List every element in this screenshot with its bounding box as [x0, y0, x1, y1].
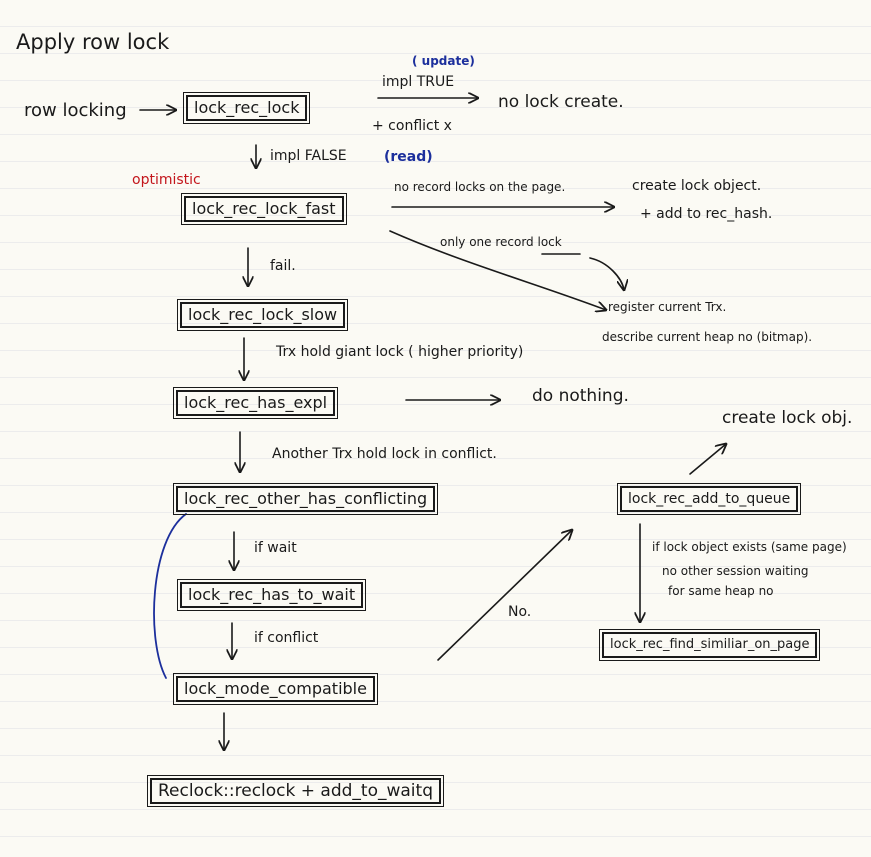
row-locking-label: row locking	[24, 100, 127, 121]
label-read: (read)	[384, 149, 433, 165]
label-another-trx: Another Trx hold lock in conflict.	[272, 446, 497, 462]
label-for-same-heap: for same heap no	[668, 584, 774, 598]
node-lock-rec-has-expl: lock_rec_has_expl	[172, 387, 339, 419]
label-update: ( update)	[412, 54, 475, 68]
label-optimistic: optimistic	[132, 172, 201, 188]
bracket-blue	[153, 513, 187, 679]
node-lock-rec-add-to-queue: lock_rec_add_to_queue	[616, 483, 802, 515]
node-lock-rec-has-to-wait: lock_rec_has_to_wait	[176, 579, 367, 611]
label-if-lock-object-exists: if lock object exists (same page)	[652, 540, 847, 554]
page-title: Apply row lock	[16, 30, 170, 54]
label-impl-false: impl FALSE	[270, 148, 347, 164]
node-lock-rec-other-has-conflicting: lock_rec_other_has_conflicting	[172, 483, 439, 515]
label-conflict-x: + conflict x	[372, 118, 452, 134]
arrow-add-to-queue-to-create-lock-obj	[689, 444, 726, 475]
arrow-only-one-to-register	[589, 257, 624, 290]
label-impl-true: impl TRUE	[382, 74, 455, 90]
label-fail: fail.	[270, 258, 296, 274]
node-lock-rec-find-similar-on-page: lock_rec_find_similiar_on_page	[598, 629, 821, 661]
arrow-fast-to-register-trx	[389, 230, 606, 310]
node-register-trx: register current Trx.	[608, 300, 727, 314]
node-reclock-add-to-waitq: Reclock::reclock + add_to_waitq	[147, 775, 444, 807]
node-create-lock-object: create lock object.	[632, 178, 762, 194]
label-if-conflict: if conflict	[254, 630, 319, 646]
node-lock-rec-lock-fast: lock_rec_lock_fast	[181, 193, 347, 225]
node-describe-heap: describe current heap no (bitmap).	[602, 330, 813, 344]
node-add-to-rec-hash: + add to rec_hash.	[640, 206, 773, 222]
node-create-lock-obj: create lock obj.	[722, 408, 853, 428]
label-no: No.	[508, 604, 532, 620]
label-no-record-locks: no record locks on the page.	[394, 180, 566, 194]
node-no-lock-create: no lock create.	[498, 92, 624, 112]
node-lock-rec-lock-slow: lock_rec_lock_slow	[176, 299, 349, 331]
node-do-nothing: do nothing.	[532, 386, 629, 406]
node-lock-rec-lock: lock_rec_lock	[182, 92, 311, 124]
node-lock-mode-compatible: lock_mode_compatible	[173, 673, 378, 705]
label-no-other-session: no other session waiting	[662, 564, 809, 578]
label-only-one-record-lock: only one record lock	[440, 235, 562, 249]
arrow-no-to-add-to-queue	[437, 530, 572, 661]
label-trx-hold-giant: Trx hold giant lock ( higher priority)	[276, 344, 524, 360]
label-if-wait: if wait	[254, 540, 297, 556]
